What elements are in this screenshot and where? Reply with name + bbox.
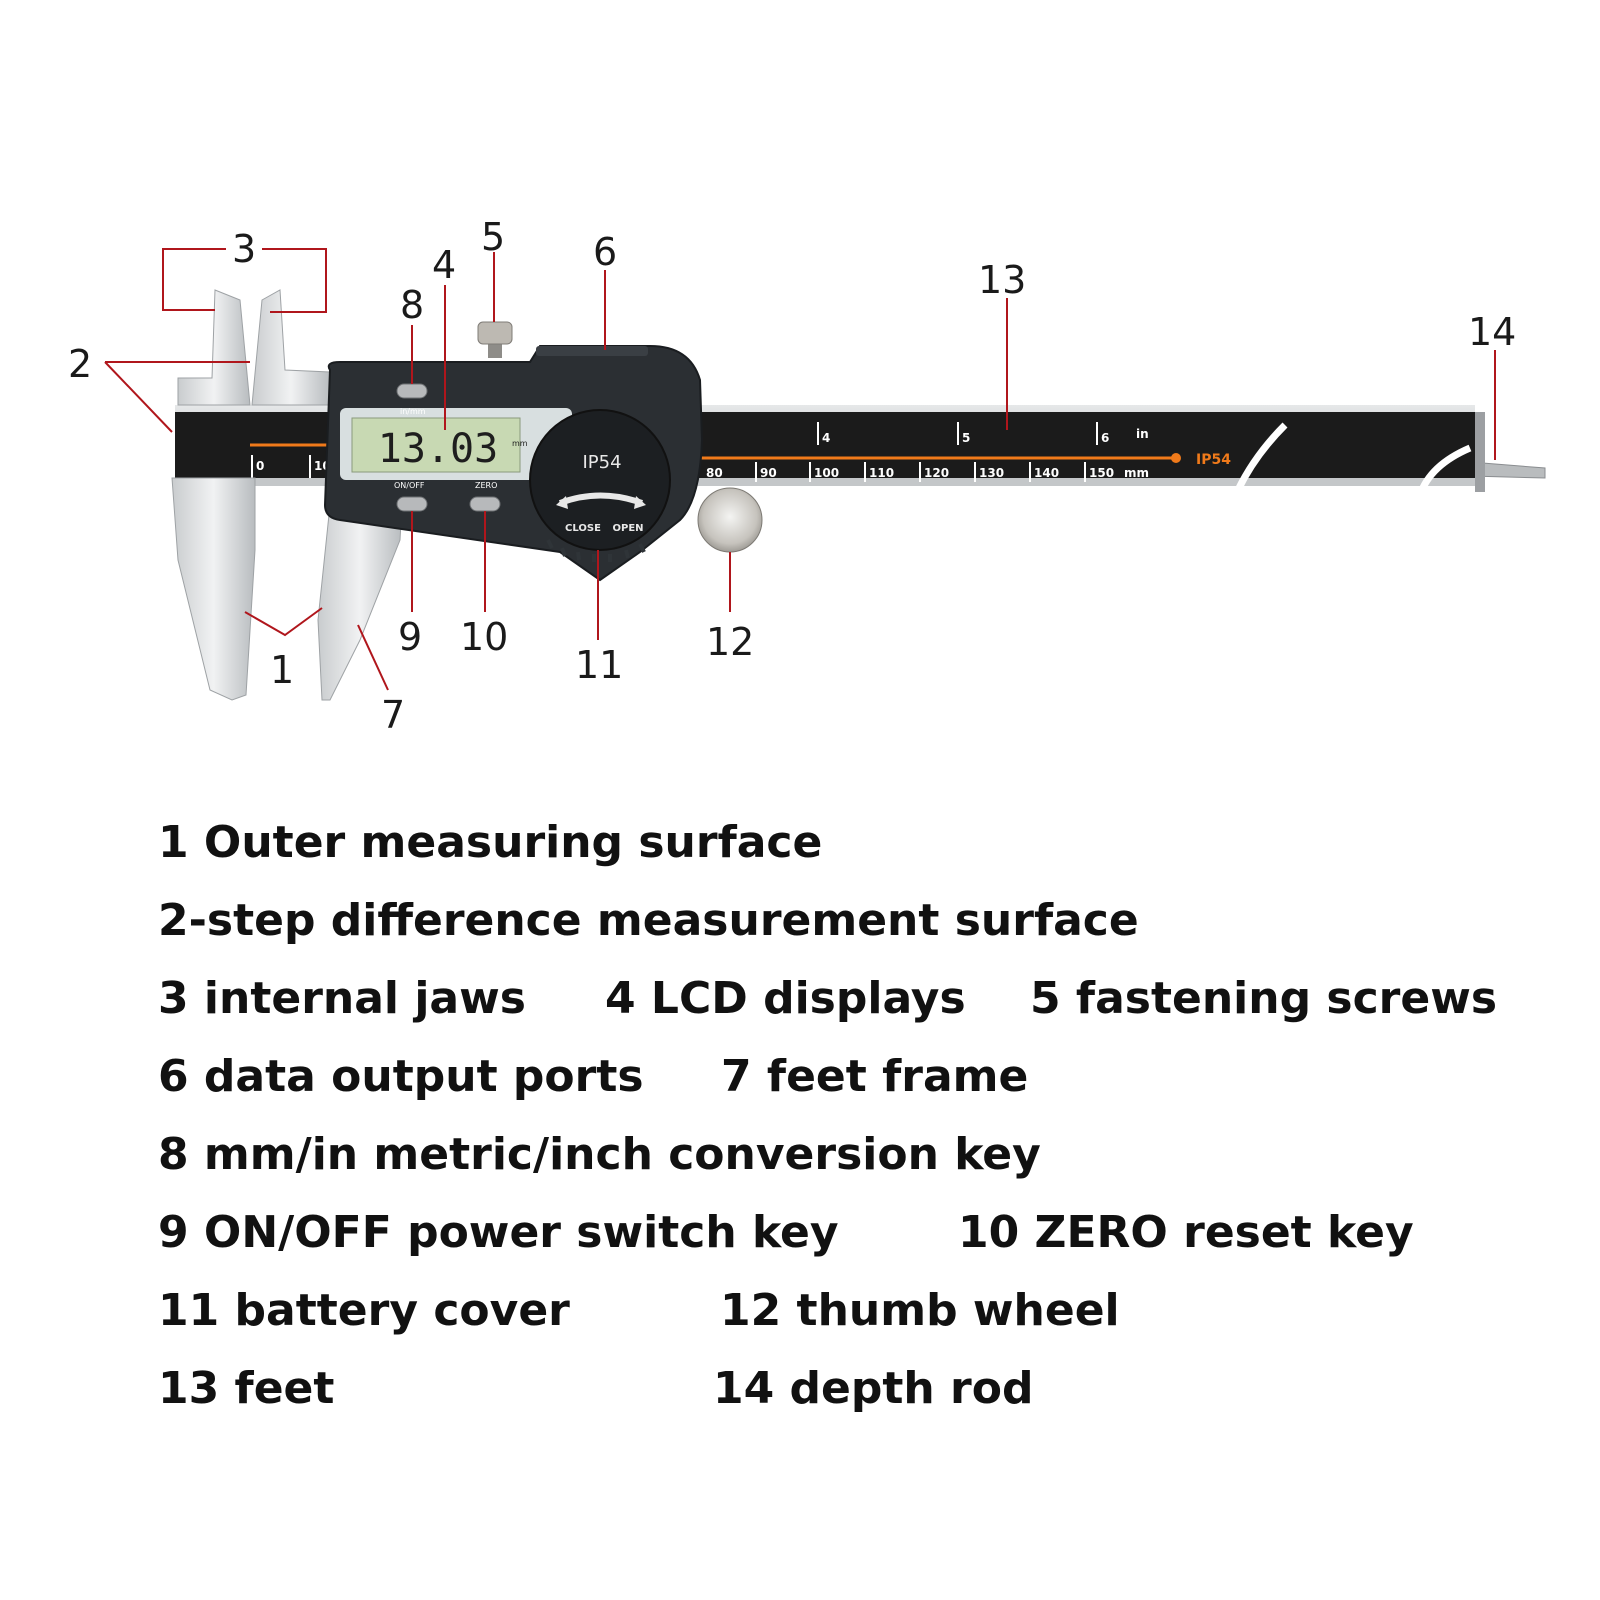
legend-item-3: 3 internal jaws [158,973,526,1024]
thumb-wheel [697,487,763,553]
battery-cover[interactable] [529,409,671,551]
fastening-screw-stem [488,342,502,358]
in-unit-label: in [1136,427,1149,441]
mm-tick-140: 140 [1034,466,1059,480]
mm-tick-130: 130 [979,466,1004,480]
mm-scale [251,422,1098,482]
data-output-port [536,346,648,356]
mm-unit-label: mm [1124,466,1149,480]
mm-tick-90: 90 [760,466,777,480]
cover-close-label: CLOSE [565,523,601,534]
callout-2: 2 [68,342,92,386]
zero-key[interactable] [469,496,501,512]
callout-3: 3 [232,227,256,271]
callout-1: 1 [270,648,294,692]
legend-item-4: 4 LCD displays [605,973,966,1024]
lcd-display [351,417,521,473]
callout-7: 7 [381,693,405,737]
callout-4: 4 [432,243,456,287]
lcd-reading: 13.03 [378,426,498,472]
cover-rotate-arrow-icon [558,492,644,506]
legend-item-12: 12 thumb wheel [720,1285,1120,1336]
fastening-screw-head [477,321,513,345]
sliding-inner-jaw [251,289,331,406]
legend-item-2: 2-step difference measurement surface [158,895,1139,946]
callout-8: 8 [400,283,424,327]
legend-item-9: 9 ON/OFF power switch key [158,1207,839,1258]
cover-ip54-label: IP54 [582,452,621,473]
sliding-outer-jaw [317,504,403,701]
in-tick-6: 6 [1101,431,1109,445]
legend-item-1: 1 Outer measuring surface [158,817,823,868]
mm-tick-110: 110 [869,466,894,480]
beam-ip54-label: IP54 [1196,452,1231,468]
callout-14: 14 [1468,310,1516,354]
mm-tick-120: 120 [924,466,949,480]
mm-tick-80: 80 [706,466,723,480]
mm-tick-100: 100 [814,466,839,480]
legend-item-5: 5 fastening screws [1030,973,1498,1024]
mm-tick-0: 0 [256,459,264,473]
legend-item-14: 14 depth rod [713,1363,1034,1414]
legend-item-7: 7 feet frame [721,1051,1029,1102]
onoff-key[interactable] [396,496,428,512]
lcd-unit: mm [512,439,528,448]
mm-tick-150: 150 [1089,466,1114,480]
in-mm-key-label: in/mm [400,407,426,416]
callout-9: 9 [398,615,422,659]
callout-5: 5 [481,215,505,259]
in-tick-4: 4 [822,431,830,445]
callout-11: 11 [575,643,623,687]
legend-item-6: 6 data output ports [158,1051,644,1102]
fixed-outer-jaw [171,477,256,701]
legend-item-8: 8 mm/in metric/inch conversion key [158,1129,1041,1180]
fixed-inner-jaw [177,289,251,406]
legend-item-11: 11 battery cover [158,1285,570,1336]
in-mm-key[interactable] [396,383,428,399]
callout-10: 10 [460,615,508,659]
legend-item-13: 13 feet [158,1363,335,1414]
callout-12: 12 [706,620,754,664]
in-tick-5: 5 [962,431,970,445]
zero-key-label: ZERO [475,481,497,490]
leader-lines [104,248,1496,691]
legend-item-10: 10 ZERO reset key [958,1207,1414,1258]
cover-open-label: OPEN [612,523,643,534]
callout-6: 6 [593,230,617,274]
onoff-key-label: ON/OFF [394,481,425,490]
callout-13: 13 [978,258,1026,302]
caliper-diagram: 0 10 80 90 100 110 120 130 140 150 mm 4 … [68,215,1546,737]
